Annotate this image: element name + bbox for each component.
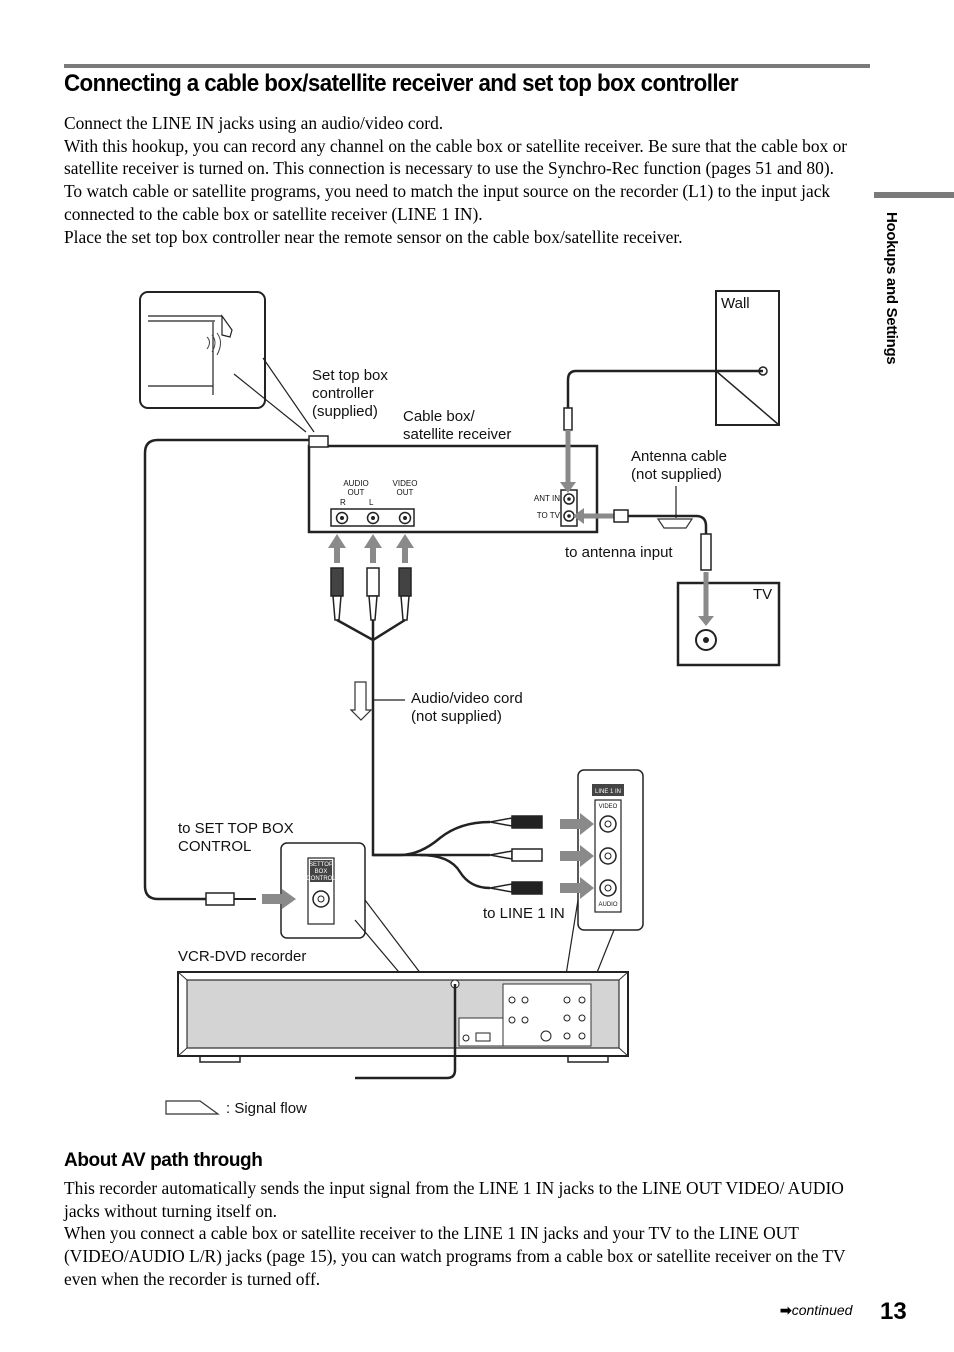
ant-in-label: ANT IN [534, 494, 560, 503]
tv-label: TV [753, 586, 772, 603]
av-cord-label: Audio/video cord [411, 690, 523, 707]
to-settop-control-label: to SET TOP BOX [178, 820, 294, 837]
jack-icon [317, 895, 325, 903]
continued-note: ➡continued [780, 1302, 852, 1319]
about-av-text: This recorder automatically sends the in… [64, 1177, 870, 1291]
signal-arrow-icon [560, 813, 594, 899]
to-settop-control-label: CONTROL [178, 838, 251, 855]
jack-icon [599, 815, 617, 897]
vcr-dvd-recorder [177, 971, 629, 1063]
audio-out-label: AUDIO [343, 479, 368, 488]
antenna-cable-label: (not supplied) [631, 466, 722, 483]
f-connector-icon [613, 509, 629, 523]
cable-box-label: Cable box/ [403, 408, 476, 425]
settop-badge-label: BOX [315, 869, 328, 875]
intro-text: Connect the LINE IN jacks using an audio… [64, 112, 870, 248]
signal-flow-legend-icon [165, 1100, 220, 1115]
signal-arrow-icon [262, 889, 296, 909]
connection-diagram: Wall AUDIO OUT VIDEO OUT R L ANT IN TO T… [139, 290, 781, 1117]
page-number: 13 [880, 1298, 907, 1325]
signal-flow-arrow-icon [656, 518, 694, 529]
about-av-paragraph: This recorder automatically sends the in… [64, 1178, 844, 1221]
jack-icon [335, 511, 412, 525]
inset-pointer [233, 357, 315, 433]
intro-paragraph: To watch cable or satellite programs, yo… [64, 181, 831, 224]
l-label: L [369, 498, 374, 507]
rca-plug-icon [489, 815, 543, 895]
signal-arrow-icon [698, 616, 714, 626]
section-title: Connecting a cable box/satellite receive… [64, 70, 739, 97]
about-av-paragraph: When you connect a cable box or satellit… [64, 1223, 846, 1289]
to-tv-label: TO TV [537, 511, 561, 520]
f-connector-icon [563, 407, 573, 431]
recorder-label: VCR-DVD recorder [178, 948, 306, 965]
continued-label: continued [791, 1302, 853, 1318]
settop-badge-label: SETTOP [309, 862, 333, 868]
arrow-right-icon: ➡ [780, 1302, 792, 1318]
controller-label: Set top box [312, 367, 388, 384]
mini-plug-icon [205, 892, 235, 906]
intro-paragraph: Connect the LINE IN jacks using an audio… [64, 113, 444, 133]
rf-cable [355, 984, 457, 1080]
controller-cable [143, 438, 309, 901]
to-line1-in-label: to LINE 1 IN [483, 905, 565, 922]
line1-in-badge-label: LINE 1 IN [595, 789, 621, 795]
r-label: R [340, 498, 346, 507]
signal-flow-arrow-icon [349, 681, 373, 721]
signal-flow-legend-label: : Signal flow [226, 1100, 307, 1117]
signal-arrow-icon [560, 482, 576, 493]
video-jack-label: VIDEO [599, 804, 618, 810]
controller-inset [139, 291, 266, 409]
audio-jack-label: AUDIO [598, 902, 617, 908]
tv-antenna-jack-icon [703, 637, 709, 643]
f-connector-icon [700, 533, 712, 571]
intro-paragraph: Place the set top box controller near th… [64, 226, 683, 247]
settop-control-badge [310, 860, 332, 882]
jack-icon [563, 493, 575, 522]
wall [715, 290, 780, 426]
set-top-box-controller [308, 435, 329, 448]
audio-out-label: OUT [348, 488, 365, 497]
about-av-heading: About AV path through [64, 1150, 263, 1171]
signal-arrow-icon [328, 534, 414, 563]
wall-antenna-cable [566, 369, 763, 408]
audio-video-cord [336, 618, 490, 857]
audio-video-cord-branch [373, 820, 491, 890]
signal-arrow-icon [573, 508, 584, 524]
av-cord-label: (not supplied) [411, 708, 502, 725]
to-antenna-input-label: to antenna input [565, 544, 673, 561]
antenna-cable [628, 514, 708, 534]
controller-label: controller [312, 385, 374, 402]
video-out-label: VIDEO [393, 479, 418, 488]
rca-plug-icon [331, 568, 411, 596]
video-out-label: OUT [397, 488, 414, 497]
wall-label: Wall [721, 295, 750, 312]
cable-box-label: satellite receiver [403, 426, 511, 443]
title-rule [64, 64, 870, 68]
line1-in-badge [592, 784, 624, 796]
intro-paragraph: With this hookup, you can record any cha… [64, 135, 848, 179]
side-tab-bar [874, 192, 954, 198]
tv [676, 581, 781, 667]
controller-label: (supplied) [312, 403, 378, 420]
settop-badge-label: CONTROL [306, 876, 336, 882]
antenna-cable-label: Antenna cable [631, 448, 727, 465]
